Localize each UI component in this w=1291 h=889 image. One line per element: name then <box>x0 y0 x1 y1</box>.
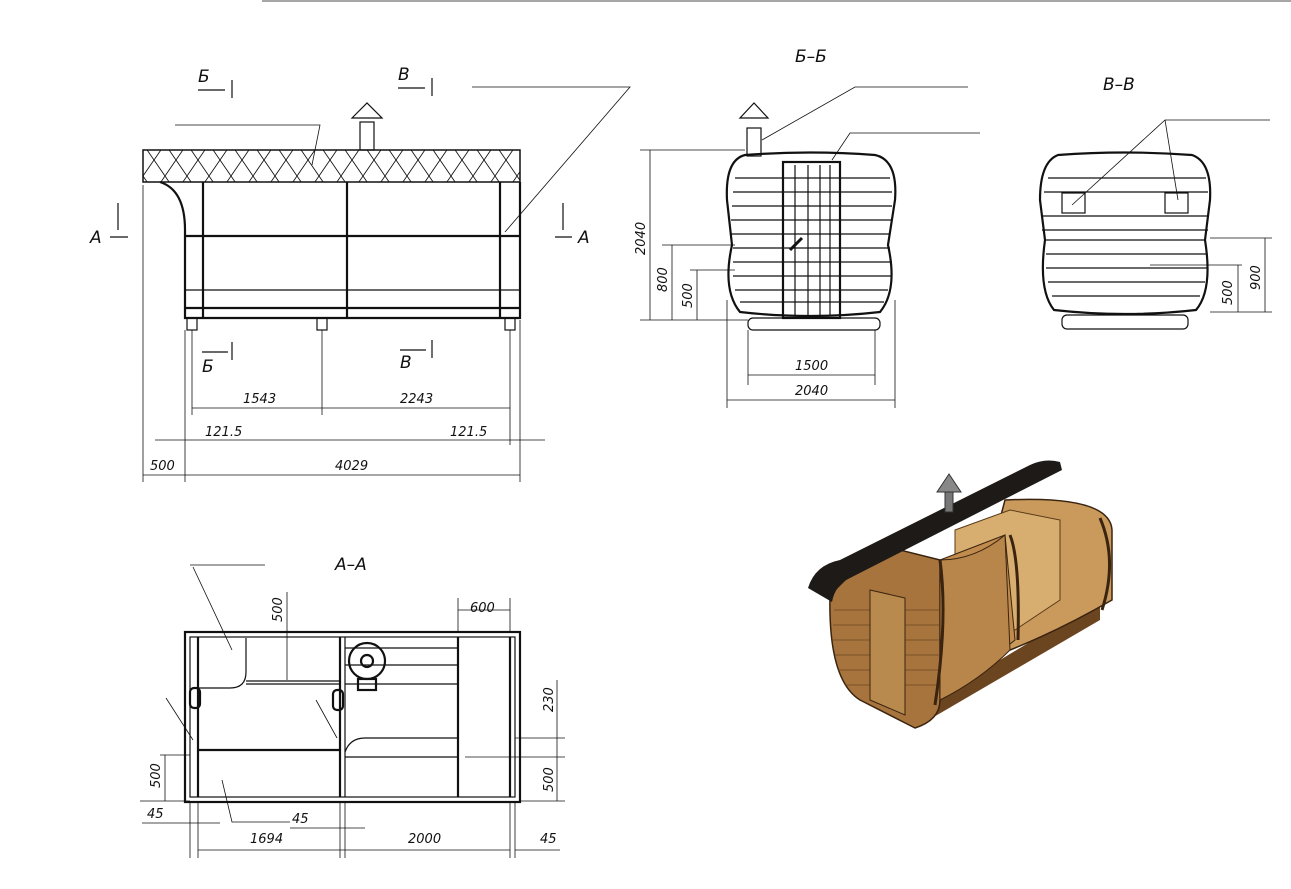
chimney <box>359 121 375 151</box>
dim-45-mid: 45 <box>292 812 309 827</box>
dim-500: 500 <box>681 283 696 308</box>
section-bb: Б–Б 2040 800 500 1500 20 <box>634 47 980 408</box>
door <box>869 589 906 716</box>
dim-500: 500 <box>1221 280 1236 305</box>
foot <box>186 317 198 331</box>
dim-500-right: 500 <box>542 767 557 792</box>
section-vv-title: В–В <box>1103 75 1135 95</box>
foot <box>316 317 328 331</box>
dim-500: 500 <box>150 459 175 474</box>
section-mark-b: Б <box>202 357 214 377</box>
dim-121-5-left: 121.5 <box>205 425 242 440</box>
section-bb-title: Б–Б <box>795 47 827 67</box>
dim-45-right: 45 <box>540 832 557 847</box>
section-mark-a: А <box>577 228 590 248</box>
dim-45-left: 45 <box>147 807 164 822</box>
section-mark-v: В <box>398 65 410 85</box>
dim-800: 800 <box>656 267 671 292</box>
chimney <box>944 489 954 513</box>
section-mark-a: А <box>89 228 102 248</box>
dim-2040-height: 2040 <box>634 222 649 255</box>
dim-1543: 1543 <box>243 392 276 407</box>
section-mark-b: Б <box>198 67 210 87</box>
dim-2000: 2000 <box>408 832 441 847</box>
front-view: Б В А А Б В 1543 2243 121.5 121.5 500 40… <box>89 65 631 482</box>
dim-1500: 1500 <box>795 359 828 374</box>
dim-500-left: 500 <box>149 763 164 788</box>
section-aa: А–А <box>140 555 565 858</box>
dim-4029: 4029 <box>335 459 368 474</box>
section-mark-v: В <box>400 353 412 373</box>
body-outline <box>159 180 522 320</box>
dim-1694: 1694 <box>250 832 283 847</box>
dim-2243: 2243 <box>400 392 433 407</box>
dim-600: 600 <box>470 601 495 616</box>
dim-500-top: 500 <box>271 597 286 622</box>
dim-2040-width: 2040 <box>795 384 828 399</box>
chimney-cap <box>350 102 384 119</box>
dim-900: 900 <box>1249 265 1264 290</box>
section-vv: В–В 900 500 <box>1038 75 1272 330</box>
dim-121-5-right: 121.5 <box>450 425 487 440</box>
sauna-3d-view <box>808 460 1113 729</box>
dim-230: 230 <box>542 687 557 712</box>
section-aa-title: А–А <box>334 555 367 575</box>
roof-hatched <box>142 149 521 183</box>
foot <box>504 317 516 331</box>
roof <box>808 460 1062 602</box>
